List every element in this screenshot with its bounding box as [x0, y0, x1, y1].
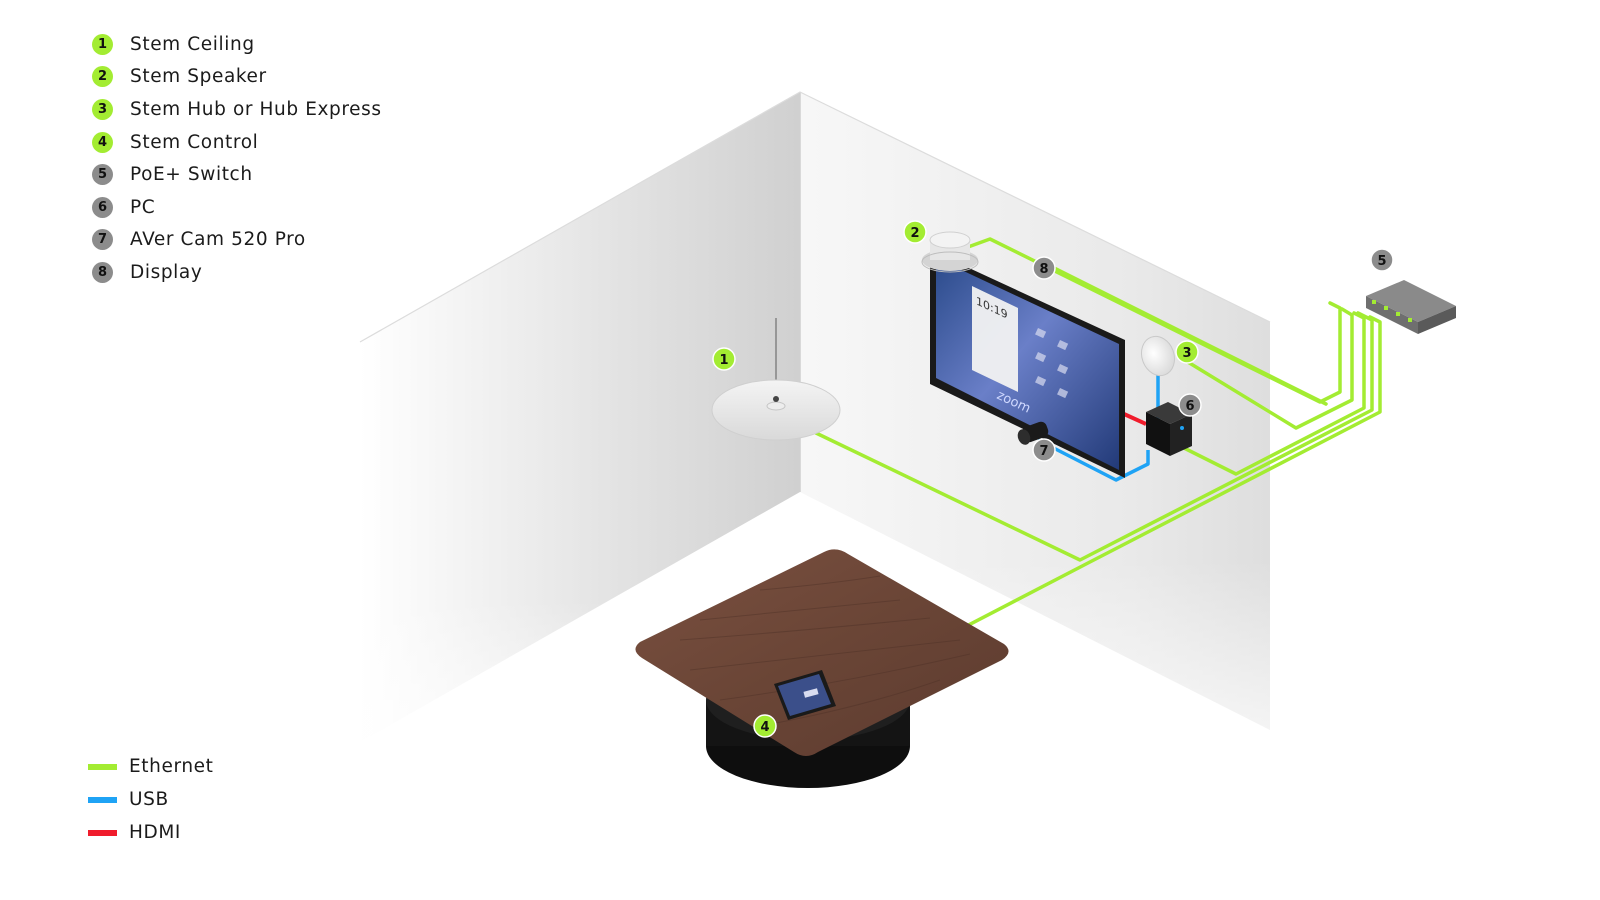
legend-label: Stem Hub or Hub Express	[130, 98, 382, 120]
ethernet-cables	[814, 237, 1382, 700]
svg-text:4: 4	[760, 720, 769, 735]
stem-hub-device	[1140, 335, 1176, 377]
svg-text:6: 6	[1185, 399, 1194, 414]
legend-badge: 4	[92, 131, 113, 153]
legend-item-poe-switch: 5 PoE+ Switch	[92, 158, 382, 191]
callout-1: 1	[712, 347, 736, 371]
cable-item-hdmi: HDMI	[88, 816, 214, 849]
table-top	[635, 549, 1009, 756]
callout-6: 6	[1178, 393, 1202, 417]
legend-label: Stem Control	[130, 131, 259, 153]
callout-8: 8	[1032, 256, 1056, 280]
legend-badge: 7	[92, 229, 113, 251]
ethernet-cable-pc	[1174, 311, 1366, 476]
legend-badge: 2	[92, 66, 113, 88]
table-device	[635, 549, 1009, 788]
svg-text:2: 2	[910, 226, 919, 241]
ethernet-cable-ceiling	[814, 311, 1374, 562]
cable-label: USB	[129, 789, 169, 810]
callout-2: 2	[903, 220, 927, 244]
legend-item-camera: 7 AVer Cam 520 Pro	[92, 224, 382, 257]
svg-text:1: 1	[719, 353, 728, 368]
legend-badge: 1	[92, 33, 113, 55]
cable-item-usb: USB	[88, 783, 214, 816]
device-legend: 1 Stem Ceiling 2 Stem Speaker 3 Stem Hub…	[92, 28, 382, 289]
legend-label: Stem Speaker	[130, 66, 267, 88]
poe-switch-device	[1366, 280, 1456, 334]
legend-badge: 3	[92, 98, 113, 120]
legend-item-stem-hub: 3 Stem Hub or Hub Express	[92, 93, 382, 126]
right-wall-fade	[800, 420, 1270, 740]
cable-label: HDMI	[129, 822, 181, 843]
ethernet-cable-display	[1052, 266, 1328, 406]
stem-ceiling-device	[711, 318, 841, 441]
legend-item-stem-control: 4 Stem Control	[92, 126, 382, 159]
ethernet-swatch	[88, 763, 117, 770]
svg-text:3: 3	[1182, 346, 1191, 361]
cable-label: Ethernet	[129, 756, 214, 777]
callout-3: 3	[1175, 340, 1199, 364]
legend-label: Stem Ceiling	[130, 33, 255, 55]
wall-top-edge	[359, 91, 1271, 343]
stem-speaker-device	[921, 231, 979, 273]
callout-5: 5	[1370, 248, 1394, 272]
stem-control-device	[774, 670, 836, 720]
svg-text:7: 7	[1039, 444, 1048, 459]
cable-legend: Ethernet USB HDMI	[88, 750, 214, 849]
svg-text:5: 5	[1377, 254, 1386, 269]
wood-grain	[679, 575, 971, 727]
camera-device	[1017, 421, 1049, 445]
hdmi-cable	[1123, 412, 1147, 426]
callout-4: 4	[753, 714, 777, 738]
legend-item-stem-ceiling: 1 Stem Ceiling	[92, 28, 382, 61]
display-ui-panel	[972, 286, 1018, 392]
callout-7: 7	[1032, 438, 1056, 462]
ethernet-cable-hub	[1176, 307, 1354, 430]
legend-label: Display	[130, 261, 203, 283]
legend-label: AVer Cam 520 Pro	[130, 229, 306, 251]
legend-item-display: 8 Display	[92, 256, 382, 289]
hdmi-swatch	[88, 829, 117, 836]
legend-badge: 8	[92, 261, 113, 283]
legend-label: PoE+ Switch	[130, 164, 253, 186]
legend-item-pc: 6 PC	[92, 191, 382, 224]
legend-item-stem-speaker: 2 Stem Speaker	[92, 61, 382, 94]
legend-label: PC	[130, 196, 156, 218]
pc-device	[1146, 402, 1192, 456]
legend-badge: 5	[92, 164, 113, 186]
usb-cable-camera	[1037, 438, 1150, 482]
ethernet-cable-speaker	[966, 237, 1342, 404]
display-device: 10:19 zoom	[930, 250, 1125, 478]
legend-badge: 6	[92, 196, 113, 218]
svg-text:8: 8	[1039, 262, 1048, 277]
usb-swatch	[88, 796, 117, 803]
display-tiles	[1035, 328, 1069, 399]
ethernet-cable-control	[826, 315, 1382, 700]
left-wall-fade	[360, 400, 800, 742]
cable-item-ethernet: Ethernet	[88, 750, 214, 783]
